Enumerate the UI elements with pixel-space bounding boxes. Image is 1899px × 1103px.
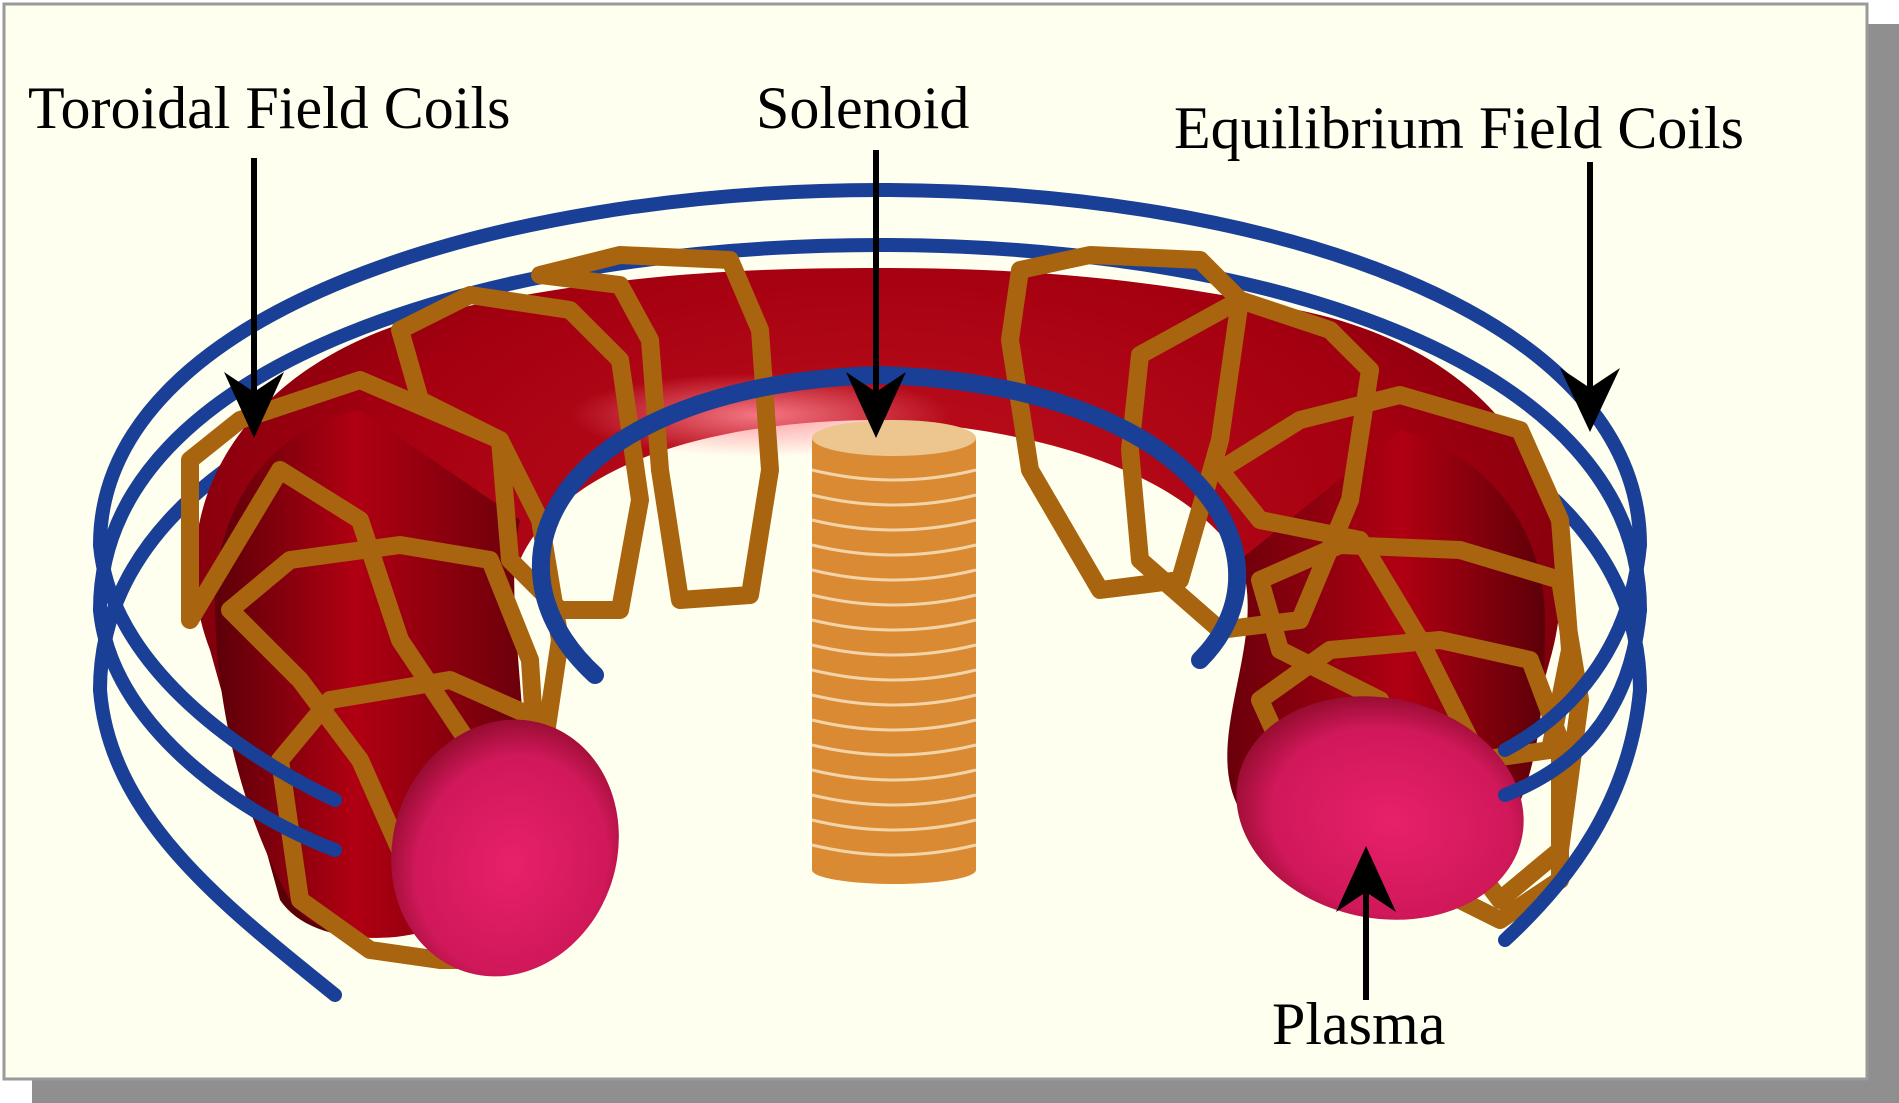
label-toroidal-field-coils: Toroidal Field Coils [28, 75, 510, 141]
solenoid-bottom [812, 856, 976, 884]
label-equilibrium-field-coils: Equilibrium Field Coils [1174, 95, 1744, 161]
solenoid [812, 420, 976, 884]
solenoid-top [812, 420, 976, 456]
label-plasma: Plasma [1272, 991, 1445, 1057]
label-solenoid: Solenoid [756, 75, 969, 141]
